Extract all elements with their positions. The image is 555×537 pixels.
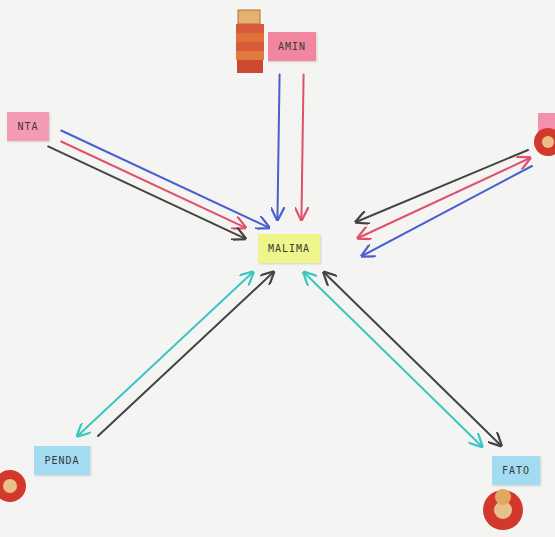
- arrow-connector: [48, 146, 245, 238]
- arrow-connector: [324, 272, 501, 445]
- note-text: NTA: [17, 121, 38, 132]
- arrow-connector: [61, 142, 245, 228]
- arrow-connector: [61, 130, 269, 227]
- sticky-note: FATO: [492, 456, 540, 485]
- arrow-line: [362, 166, 532, 256]
- arrow-line: [356, 150, 528, 222]
- sticky-note: NTA: [7, 112, 48, 141]
- arrow-connector: [98, 272, 273, 436]
- sticky-note: PENDA: [34, 446, 89, 475]
- sticky-note: MALIMA: [258, 234, 320, 263]
- arrow-connector: [304, 272, 482, 446]
- note-text: AMIN: [278, 41, 306, 52]
- arrow-connector: [77, 272, 252, 436]
- arrow-connector: [277, 74, 279, 219]
- note-text: MALIMA: [268, 243, 310, 254]
- note-text: PENDA: [44, 455, 79, 466]
- arrow-line: [358, 158, 530, 238]
- wooden-stack: [236, 10, 264, 73]
- sticky-note: AMIN: [268, 32, 316, 61]
- note-text: FATO: [502, 465, 530, 476]
- arrow-connector: [301, 74, 303, 219]
